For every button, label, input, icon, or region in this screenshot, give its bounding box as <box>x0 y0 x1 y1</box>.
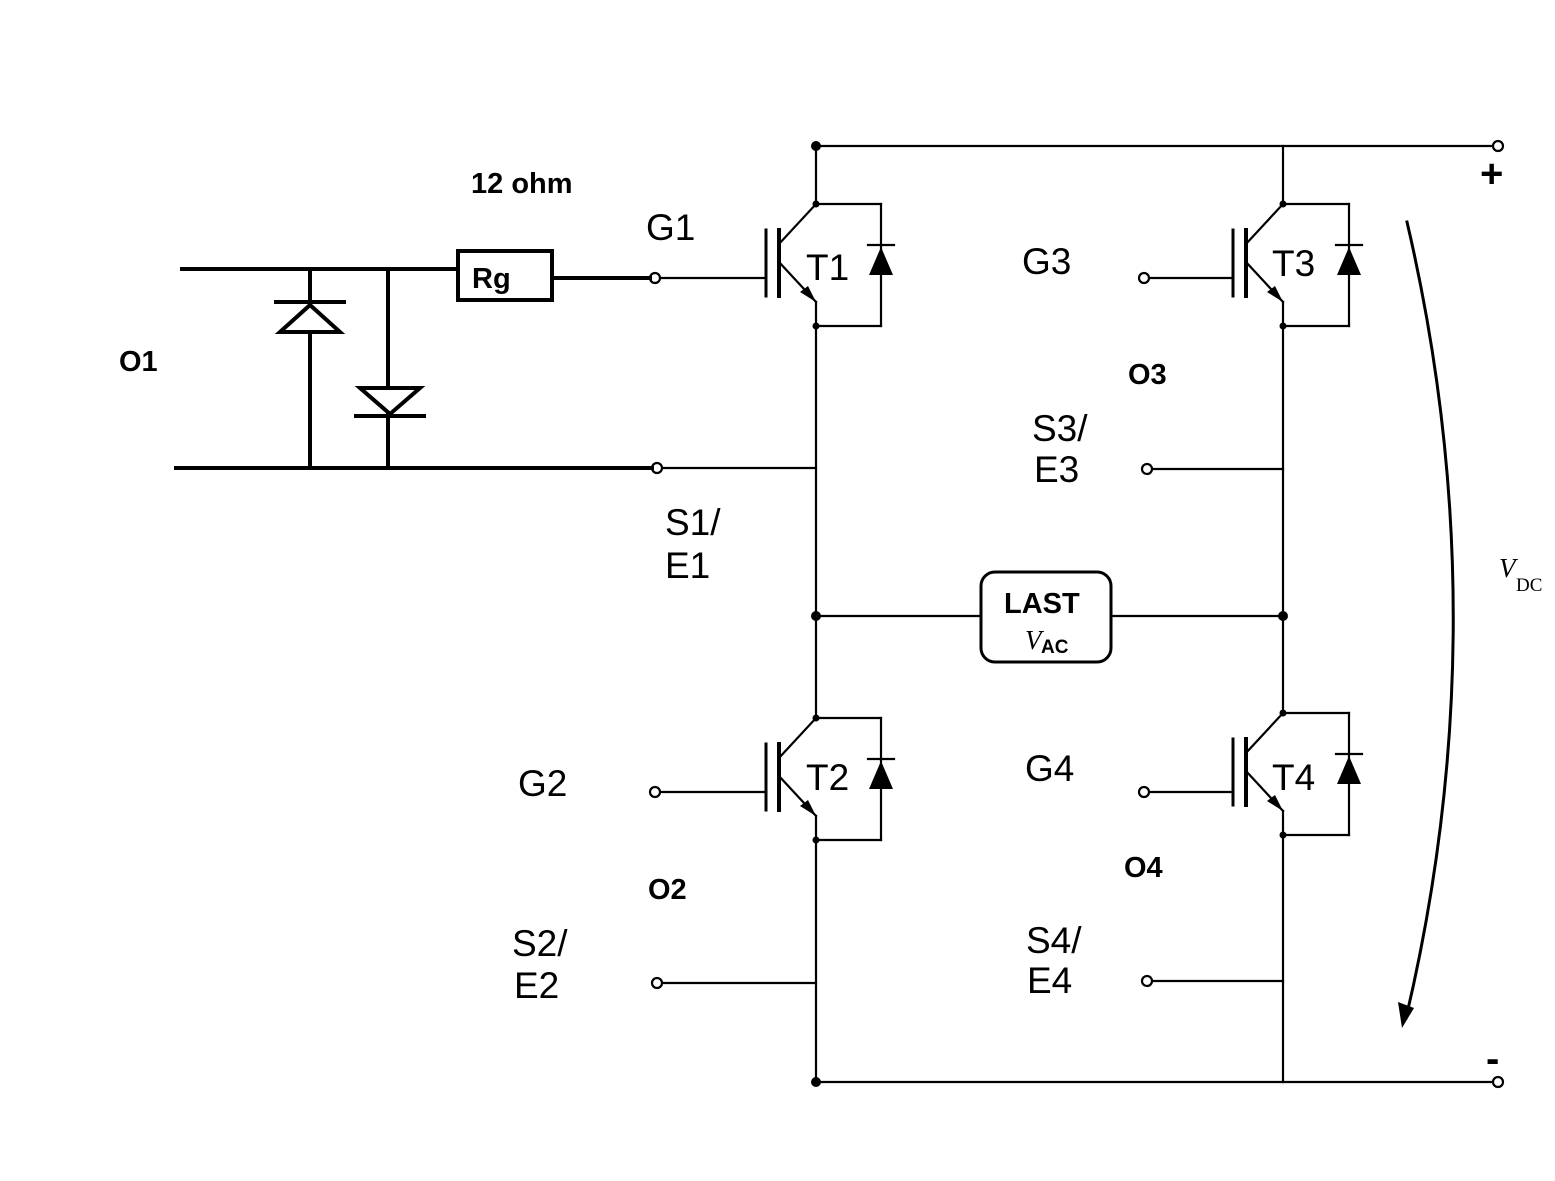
s1-label-line2: E1 <box>665 545 710 586</box>
g4-label: G4 <box>1025 748 1074 789</box>
t4-label: T4 <box>1272 757 1315 798</box>
load-label: LAST <box>1004 588 1080 620</box>
s2-terminal <box>650 976 664 990</box>
g3-terminal <box>1137 271 1151 285</box>
s3-label-line1: S3/ <box>1032 408 1088 449</box>
o3-label: O3 <box>1128 359 1167 391</box>
s2-label-line1: S2/ <box>512 923 568 964</box>
dc-rails <box>811 139 1505 1089</box>
minus-label: - <box>1486 1037 1499 1081</box>
transistor-t1: T1 <box>653 200 896 330</box>
dc-minus-terminal <box>1491 1075 1505 1089</box>
g3-label: G3 <box>1022 241 1071 282</box>
t3-label: T3 <box>1272 243 1315 284</box>
right-leg-wires <box>1278 144 1288 1084</box>
s1-label-line1: S1/ <box>665 502 721 543</box>
s2-label-line2: E2 <box>514 965 559 1006</box>
s3-label-line2: E3 <box>1034 449 1079 490</box>
s4-terminal <box>1140 974 1154 988</box>
t2-label: T2 <box>806 757 849 798</box>
labels: G1 G2 G3 G4 S1/ E1 S2/ E2 S3/ E3 S4/ E4 … <box>119 152 1542 1081</box>
diode-down <box>354 386 426 417</box>
transistor-t2: T2 <box>653 714 896 844</box>
g4-terminal <box>1137 785 1151 799</box>
load-box <box>979 570 1113 664</box>
control-terminals <box>648 271 1285 990</box>
s4-label-line2: E4 <box>1027 960 1072 1001</box>
gate-driver-o1: Rg 12 ohm <box>174 168 654 470</box>
rg-resistor <box>456 249 554 302</box>
left-leg-wires <box>811 144 821 1084</box>
g1-label: G1 <box>646 207 695 248</box>
g2-label: G2 <box>518 763 567 804</box>
vac-symbol: V <box>1025 625 1045 655</box>
transistor-t4: T4 <box>1144 709 1364 839</box>
transistor-t3: T3 <box>1144 200 1364 330</box>
vdc-arrow <box>1398 220 1455 1028</box>
o4-label: O4 <box>1124 852 1163 884</box>
g2-terminal <box>648 785 662 799</box>
vdc-symbol: V <box>1499 553 1519 583</box>
resistor-value-label: 12 ohm <box>471 168 573 200</box>
o2-label: O2 <box>648 874 687 906</box>
plus-label: + <box>1480 152 1503 196</box>
s4-label-line1: S4/ <box>1026 920 1082 961</box>
load: LAST V AC <box>814 570 1285 664</box>
t1-label: T1 <box>806 247 849 288</box>
vdc-subscript: DC <box>1516 575 1542 596</box>
s3-terminal <box>1140 462 1154 476</box>
diode-up <box>274 302 346 334</box>
vac-subscript: AC <box>1041 637 1069 658</box>
rg-label: Rg <box>472 263 511 295</box>
dc-plus-terminal <box>1491 139 1505 153</box>
o1-label: O1 <box>119 346 158 378</box>
